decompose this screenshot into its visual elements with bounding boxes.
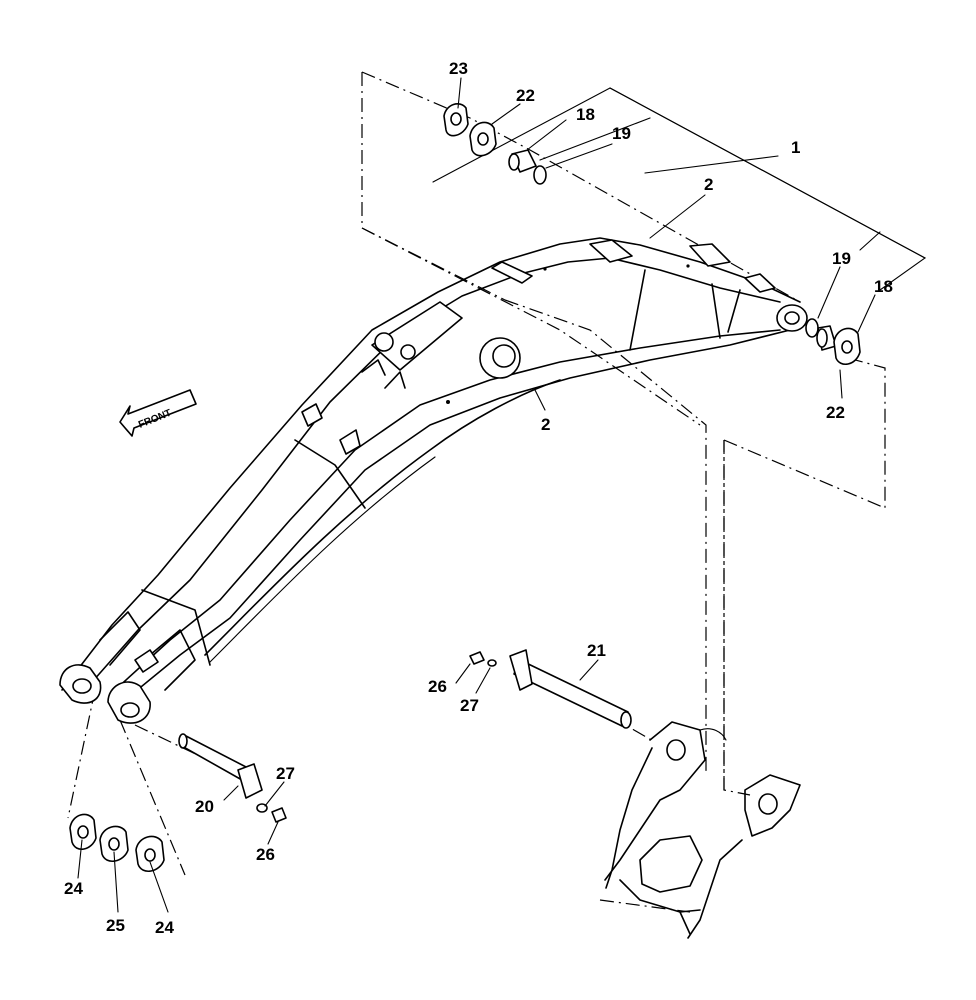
callout-2-top: 2 (704, 175, 713, 194)
bushing-18-top (508, 149, 537, 173)
shim-plate-25 (99, 825, 129, 862)
upper-frame-bracket (604, 721, 801, 939)
callout-labels: 23 22 18 19 1 2 19 18 22 2 21 26 27 27 2… (64, 59, 893, 937)
callout-22-right: 22 (826, 403, 845, 422)
shim-plate-22-top (469, 121, 497, 157)
pin-20-assembly (178, 733, 287, 823)
callout-22-top: 22 (516, 86, 535, 105)
pin-21-assembly (469, 649, 632, 729)
bushing-18-right (816, 325, 837, 351)
callout-20: 20 (195, 797, 214, 816)
bottom-shim-plates (69, 813, 165, 872)
callout-18-right: 18 (874, 277, 893, 296)
o-ring-19-right (805, 318, 819, 338)
callout-2-bottom: 2 (541, 415, 550, 434)
callout-21: 21 (587, 641, 606, 660)
callout-23: 23 (449, 59, 468, 78)
front-direction-arrow: FRONT (119, 389, 197, 437)
assembly-reference-lines (67, 71, 886, 913)
shim-plate-24-left (69, 813, 97, 850)
callout-19-top: 19 (612, 124, 631, 143)
callout-26-pin21: 26 (428, 677, 447, 696)
boom-body (59, 237, 808, 724)
top-left-pin-parts (443, 103, 547, 185)
callout-18-top: 18 (576, 105, 595, 124)
shim-plate-22-right (833, 327, 861, 365)
shim-plate-23 (443, 103, 469, 137)
top-right-pin-parts (805, 318, 861, 365)
o-ring-19-top (533, 165, 547, 185)
callout-1: 1 (791, 138, 800, 157)
shim-plate-24-right (135, 835, 165, 872)
callout-25: 25 (106, 916, 125, 935)
callout-27-pin21: 27 (460, 696, 479, 715)
callout-24-left: 24 (64, 879, 83, 898)
callout-19-right: 19 (832, 249, 851, 268)
leader-lines (77, 77, 876, 913)
callout-27-pin20: 27 (276, 764, 295, 783)
callout-26-pin20: 26 (256, 845, 275, 864)
callout-24-right: 24 (155, 918, 174, 937)
